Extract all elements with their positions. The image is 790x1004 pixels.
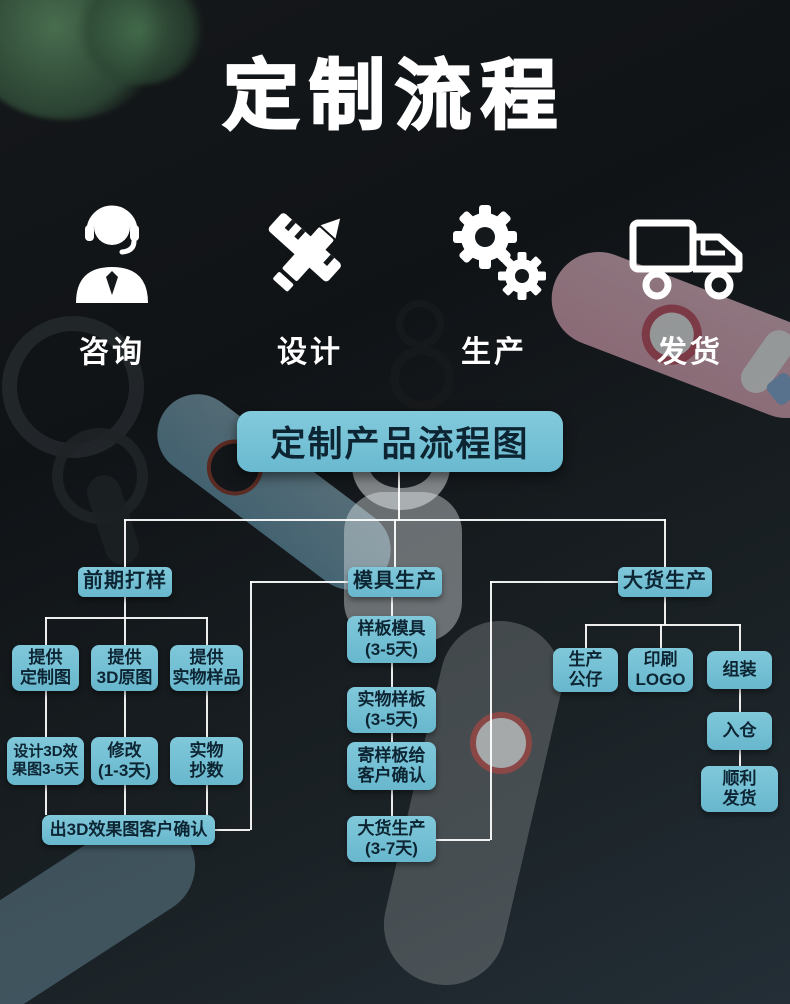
flow-connector-line — [739, 689, 741, 712]
node-send-sample-confirm: 寄样板给 客户确认 — [347, 742, 436, 790]
flow-connector-line — [660, 624, 662, 648]
node-sample-mold: 样板模具 (3-5天) — [347, 616, 436, 663]
keychain-ring — [390, 346, 454, 410]
page-title: 定制流程 — [222, 53, 567, 141]
flow-connector-line — [45, 691, 47, 737]
flow-connector-line — [206, 617, 208, 645]
flow-connector-line — [585, 624, 741, 626]
flow-connector-line — [124, 519, 126, 567]
flow-connector-line — [490, 581, 618, 583]
node-provide-custom-art: 提供 定制图 — [12, 645, 79, 691]
flow-connector-line — [45, 617, 208, 619]
flow-connector-line — [391, 733, 393, 742]
node-ship-out: 顺利 发货 — [701, 766, 778, 812]
power-button-charm — [470, 712, 532, 774]
flow-connector-line — [124, 597, 126, 617]
keychain-ring — [396, 300, 444, 348]
flow-connector-line — [391, 790, 393, 816]
node-physical-board: 实物样板 (3-5天) — [347, 687, 436, 733]
white-keychain-strap — [371, 609, 575, 997]
flow-connector-line — [391, 597, 393, 616]
flow-connector-line — [391, 663, 393, 687]
step-label-design: 设计 — [277, 336, 343, 369]
flow-connector-line — [664, 597, 666, 625]
flow-connector-line — [124, 691, 126, 737]
node-provide-3d-art: 提供 3D原图 — [91, 645, 158, 691]
node-revise: 修改 (1-3天) — [91, 737, 158, 785]
flow-connector-line — [206, 785, 208, 815]
flow-connector-line — [215, 829, 250, 831]
node-produce-figure: 生产 公仔 — [553, 648, 618, 692]
step-design: 设计 — [225, 183, 395, 371]
flow-connector-line — [490, 581, 492, 840]
step-label-shipping: 发货 — [657, 336, 723, 369]
flow-connector-line — [436, 839, 490, 841]
flow-connector-line — [739, 750, 741, 766]
flow-connector-line — [398, 472, 400, 520]
node-print-logo: 印刷 LOGO — [628, 648, 693, 692]
flow-connector-line — [664, 519, 666, 567]
flow-connector-line — [124, 617, 126, 645]
flow-connector-line — [45, 617, 47, 645]
flow-connector-line — [250, 581, 348, 583]
node-bulk-production: 大货生产 (3-7天) — [347, 816, 436, 862]
flow-connector-line — [206, 691, 208, 737]
node-assemble: 组装 — [707, 651, 772, 689]
design-pencil-icon — [225, 183, 395, 311]
flow-connector-line — [124, 785, 126, 815]
flow-connector-line — [585, 624, 587, 648]
flowchart-title: 定制产品流程图 — [237, 411, 563, 472]
branch-header-bulk: 大货生产 — [618, 567, 712, 597]
step-consult: 咨询 — [27, 183, 197, 371]
shipping-truck-icon — [605, 183, 775, 311]
branch-header-mold: 模具生产 — [348, 567, 442, 597]
step-production: 生产 — [409, 183, 579, 371]
step-label-production: 生产 — [461, 336, 527, 369]
node-warehouse-in: 入仓 — [707, 712, 772, 750]
node-provide-physical-sample: 提供 实物样品 — [170, 645, 243, 691]
node-render-confirm: 出3D效果图客户确认 — [42, 815, 215, 845]
production-gears-icon — [409, 183, 579, 311]
step-label-consult: 咨询 — [79, 336, 145, 369]
node-physical-scan: 实物 抄数 — [170, 737, 243, 785]
branch-header-sampling: 前期打样 — [78, 567, 172, 597]
succulent-plant-small — [75, 0, 205, 85]
flow-connector-line — [45, 785, 47, 815]
flow-connector-line — [394, 519, 396, 567]
step-shipping: 发货 — [605, 183, 775, 371]
customer-service-icon — [27, 183, 197, 311]
node-design-3d-render: 设计3D效 果图3-5天 — [7, 737, 84, 785]
flow-connector-line — [739, 624, 741, 651]
flow-connector-line — [250, 581, 252, 830]
